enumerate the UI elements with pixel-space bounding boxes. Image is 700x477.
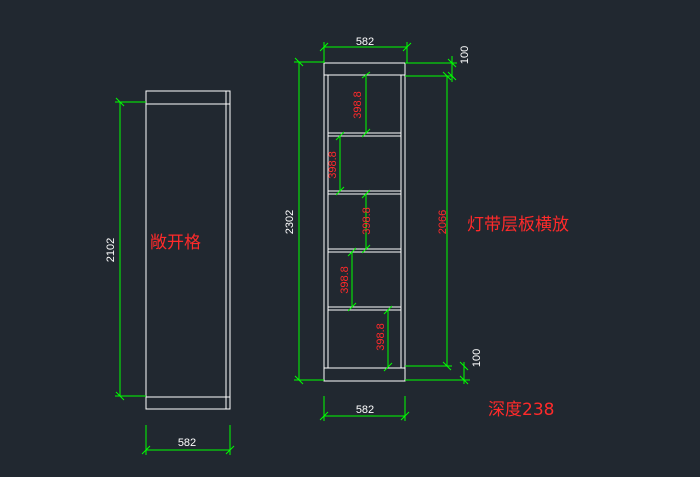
right-bottom-offset-dimension — [405, 361, 470, 385]
left-width-dimension — [141, 425, 235, 455]
left-width-dim-text: 582 — [178, 437, 196, 449]
right-bottom-offset-dim-text: 100 — [471, 349, 483, 367]
shelf-spacing-text-1: 398.8 — [352, 91, 364, 119]
left-cabinet-outline — [145, 90, 231, 410]
right-top-offset-dimension — [405, 56, 457, 82]
shelf-spacing-text-3: 398.8 — [361, 207, 373, 235]
shelf-spacing-text-5: 398.8 — [375, 323, 387, 351]
right-inner-height-dimension — [405, 71, 452, 371]
right-bottom-width-dim-text: 582 — [356, 404, 374, 416]
right-inner-height-dim-text: 2066 — [437, 210, 449, 234]
right-overall-height-dim-text: 2302 — [284, 210, 296, 234]
right-top-width-dimension — [319, 42, 412, 63]
shelf-spacing-text-2: 398.8 — [327, 151, 339, 179]
depth-label: 深度238 — [488, 400, 554, 420]
right-bottom-width-dimension — [319, 396, 410, 421]
right-top-width-dim-text: 582 — [356, 36, 374, 48]
shelf-spacing-text-4: 398.8 — [339, 266, 351, 294]
right-cabinet-outline — [323, 62, 406, 382]
light-strip-note: 灯带层板横放 — [467, 215, 569, 235]
left-cabinet — [145, 90, 231, 410]
right-top-offset-dim-text: 100 — [459, 46, 471, 64]
shelf-spacing-dimensions — [335, 71, 393, 372]
left-height-dim-text: 2102 — [105, 238, 117, 262]
right-overall-height-dimension — [294, 57, 324, 385]
left-cabinet-label: 敞开格 — [150, 233, 201, 253]
left-height-dimension — [115, 97, 146, 401]
